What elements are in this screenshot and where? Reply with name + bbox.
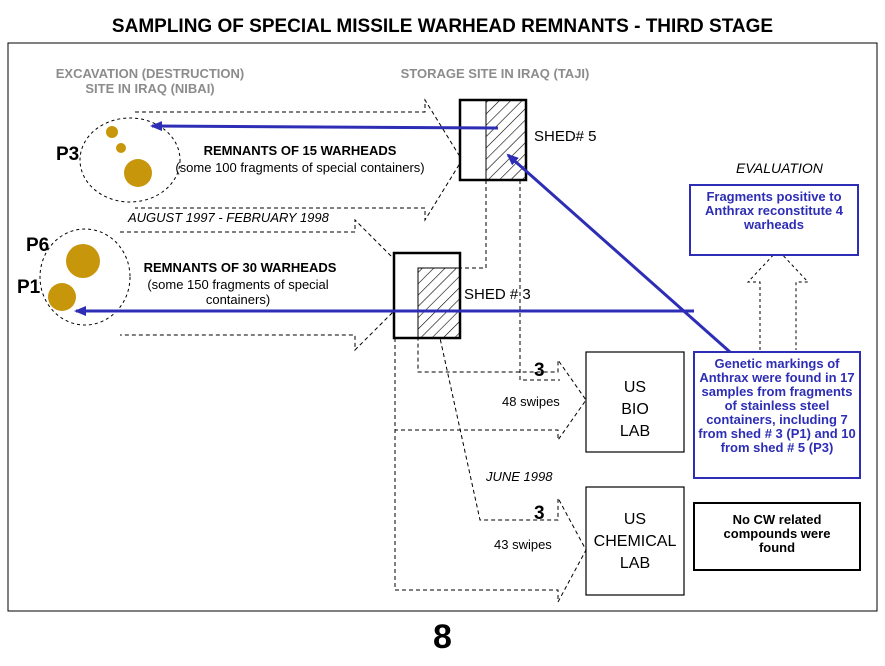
- chem-lab-line-1: US: [623, 511, 647, 528]
- bio-result-box: [693, 351, 861, 479]
- pit-ellipse-p3: [79, 117, 181, 203]
- bio-lab-line-1: US: [623, 379, 647, 396]
- chem-lab-label: US CHEMICAL LAB: [586, 509, 684, 575]
- excavation-site-label: EXCAVATION (DESTRUCTION) SITE IN IRAQ (N…: [55, 66, 245, 96]
- shed3-label: SHED # 3: [464, 286, 531, 303]
- pit-marker-p1: [48, 283, 76, 311]
- storage-site-label: STORAGE SITE IN IRAQ (TAJI): [400, 66, 590, 81]
- shed-3-hatch: [417, 267, 461, 339]
- evaluation-label: EVALUATION: [736, 160, 823, 176]
- connector-shed5-to-shed3: [460, 180, 487, 269]
- bio-count: 3: [534, 360, 545, 381]
- remnants-15-detail: (some 100 fragments of special container…: [175, 160, 425, 175]
- pit-marker-p3-large: [124, 159, 152, 187]
- evaluation-text: Fragments positive to Anthrax reconstitu…: [705, 189, 843, 232]
- remnants-15-title: REMNANTS OF 15 WARHEADS: [203, 143, 397, 158]
- pit-label-p3: P3: [56, 144, 80, 165]
- chem-swipes: 43 swipes: [494, 537, 552, 552]
- bio-lab-line-3: LAB: [619, 423, 651, 440]
- pit-marker-p6: [66, 244, 100, 278]
- bio-result-text: Genetic markings of Anthrax were found i…: [698, 356, 856, 455]
- chem-result-box: [693, 502, 861, 571]
- blue-arrow-shed5-to-p3: [150, 121, 499, 132]
- chem-lab-line-2: CHEMICAL: [593, 533, 677, 550]
- shed5-label: SHED# 5: [534, 128, 597, 145]
- bio-lab-line-2: BIO: [621, 401, 649, 418]
- pit-marker-p3-small-2: [116, 143, 126, 153]
- date-period-1: AUGUST 1997 - FEBRUARY 1998: [128, 210, 329, 225]
- pit-marker-p3-small: [106, 126, 118, 138]
- page-title: SAMPLING OF SPECIAL MISSILE WARHEAD REMN…: [111, 16, 774, 37]
- bio-lab-box: [585, 351, 685, 453]
- bio-swipes: 48 swipes: [502, 394, 560, 409]
- pit-label-p6: P6: [26, 235, 50, 256]
- chem-count: 3: [534, 503, 545, 524]
- evaluation-box: [689, 184, 859, 256]
- blue-line-to-shed5: [506, 153, 731, 354]
- pit-label-p1: P1: [17, 277, 41, 298]
- chem-result-text: No CW related compounds were found: [723, 512, 831, 555]
- remnants-30-detail: (some 150 fragments of special container…: [147, 277, 329, 307]
- chem-lab-line-3: LAB: [619, 555, 651, 572]
- remnants-30-title: REMNANTS OF 30 WARHEADS: [143, 260, 337, 275]
- evaluation-up-arrow: [746, 249, 810, 350]
- corridor-to-bio-lab: [394, 338, 587, 442]
- bio-lab-label: US BIO LAB: [586, 377, 684, 443]
- shed-5-hatch: [485, 99, 527, 181]
- chem-lab-box: [585, 486, 685, 596]
- page-number: 8: [433, 618, 452, 656]
- connector-to-bio: [519, 180, 560, 381]
- outer-frame: [7, 42, 878, 612]
- date-period-2: JUNE 1998: [486, 469, 553, 484]
